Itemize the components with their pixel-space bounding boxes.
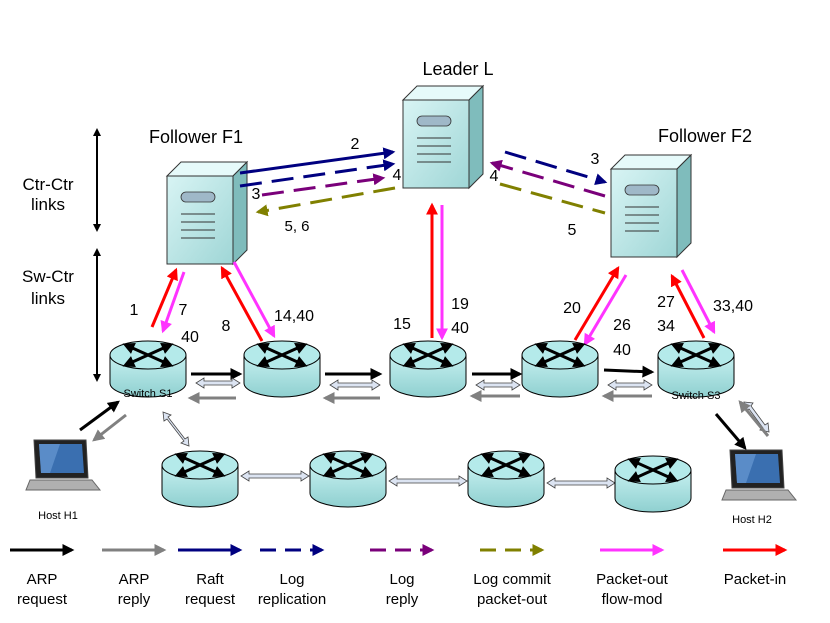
follower-f2-label: Follower F2 xyxy=(658,126,752,146)
step-14-40: 14,40 xyxy=(274,308,314,325)
step-34: 34 xyxy=(657,318,675,335)
step-26: 26 xyxy=(613,317,631,334)
step-19: 19 xyxy=(451,296,469,313)
log-reply-arrow-f2 xyxy=(489,159,606,198)
step-5-f2: 5 xyxy=(568,222,577,239)
legend-text-4-2: reply xyxy=(386,591,419,608)
switch-b1 xyxy=(162,451,238,507)
step-3-f2: 3 xyxy=(591,151,600,168)
legend: ARP request ARP reply Raft request Log replicat… xyxy=(10,544,788,608)
legend-text-0-2: request xyxy=(17,591,68,608)
host-h1-label: Host H1 xyxy=(38,510,78,522)
step-33-40: 33,40 xyxy=(713,298,753,315)
legend-item-7: Packet-in xyxy=(723,544,788,588)
switch-b2 xyxy=(310,451,386,507)
switch-center xyxy=(390,341,466,397)
legend-item-0: ARP request xyxy=(10,544,75,608)
step-4-f1: 4 xyxy=(393,167,402,184)
legend-text-6-1: Packet-out xyxy=(596,571,669,588)
switch-s3-label: Switch S3 xyxy=(672,390,721,402)
switch-s1: Switch S1 xyxy=(110,341,186,400)
legend-text-3-1: Log xyxy=(279,571,304,588)
side-labels: Ctr-Ctr links Sw-Ctr links xyxy=(22,128,101,382)
legend-item-1: ARP reply xyxy=(102,544,167,608)
leader-controller: Leader L xyxy=(402,59,494,189)
log-replication-arrow-f2 xyxy=(504,150,608,185)
leader-label: Leader L xyxy=(422,59,493,79)
packet-out-s3 xyxy=(680,269,716,335)
step-15: 15 xyxy=(393,316,411,333)
packet-out-s4 xyxy=(583,274,628,347)
switch-s1-label: Switch S1 xyxy=(124,388,173,400)
switch-b3 xyxy=(468,451,544,507)
ctr-ctr-label-1: Ctr-Ctr xyxy=(23,175,74,194)
switch-links-top xyxy=(187,365,655,404)
switch-s3: Switch S3 xyxy=(658,341,734,402)
packet-in-s3 xyxy=(670,273,706,339)
log-replication-arrow-f1 xyxy=(239,159,396,188)
packet-out-s2 xyxy=(232,261,276,339)
legend-item-2: Raft request xyxy=(178,544,243,608)
follower-f2-controller: Follower F2 xyxy=(610,126,752,258)
switch-s2 xyxy=(244,341,320,397)
legend-text-6-2: flow-mod xyxy=(602,591,663,608)
ctr-ctr-arrows: 2 3 4 5, 6 3 4 5 xyxy=(239,136,608,239)
follower-f1-controller: Follower F1 xyxy=(149,127,248,265)
legend-item-6: Packet-out flow-mod xyxy=(596,544,669,608)
step-7: 7 xyxy=(179,302,188,319)
step-4-f2: 4 xyxy=(490,168,499,185)
legend-text-1-2: reply xyxy=(118,591,151,608)
legend-text-5-1: Log commit xyxy=(473,571,551,588)
switch-b4 xyxy=(615,456,691,512)
packet-in-s1 xyxy=(150,267,178,328)
switch-links-bottom xyxy=(162,411,616,489)
log-reply-arrow-f1 xyxy=(261,173,386,197)
ctr-ctr-label-2: links xyxy=(31,195,65,214)
step-40-s1: 40 xyxy=(181,329,199,346)
host-h1: Host H1 xyxy=(25,439,101,522)
follower-f1-label: Follower F1 xyxy=(149,127,243,147)
host-links xyxy=(79,400,770,450)
sw-ctr-arrows: 1 7 40 8 14,40 15 19 40 20 26 40 27 34 3… xyxy=(130,202,753,359)
host-h2: Host H2 xyxy=(721,449,797,526)
step-3-f1: 3 xyxy=(252,186,261,203)
packet-in-s2 xyxy=(220,265,264,342)
legend-item-3: Log replication xyxy=(258,544,326,608)
step-40-center: 40 xyxy=(451,320,469,337)
step-2: 2 xyxy=(351,136,360,153)
commit-arrow-f1 xyxy=(255,186,396,217)
step-1: 1 xyxy=(130,302,139,319)
step-5-6: 5, 6 xyxy=(284,218,309,235)
step-20: 20 xyxy=(563,300,581,317)
packet-out-s1 xyxy=(160,271,186,334)
sw-ctr-label-1: Sw-Ctr xyxy=(22,267,74,286)
legend-text-4-1: Log xyxy=(389,571,414,588)
legend-item-5: Log commit packet-out xyxy=(473,544,552,608)
legend-text-0-1: ARP xyxy=(27,571,58,588)
legend-item-4: Log reply xyxy=(370,544,435,608)
legend-text-7-1: Packet-in xyxy=(724,571,787,588)
legend-text-3-2: replication xyxy=(258,591,326,608)
legend-text-2-2: request xyxy=(185,591,236,608)
host-h2-label: Host H2 xyxy=(732,514,772,526)
step-40-s4: 40 xyxy=(613,342,631,359)
sw-ctr-label-2: links xyxy=(31,289,65,308)
raft-request-arrow xyxy=(239,147,396,175)
switch-s4 xyxy=(522,341,598,397)
step-27: 27 xyxy=(657,294,675,311)
legend-text-2-1: Raft xyxy=(196,571,224,588)
commit-arrow-f2 xyxy=(499,182,606,215)
legend-text-1-1: ARP xyxy=(119,571,150,588)
packet-in-s4 xyxy=(573,265,620,341)
step-8: 8 xyxy=(222,318,231,335)
legend-text-5-2: packet-out xyxy=(477,591,548,608)
